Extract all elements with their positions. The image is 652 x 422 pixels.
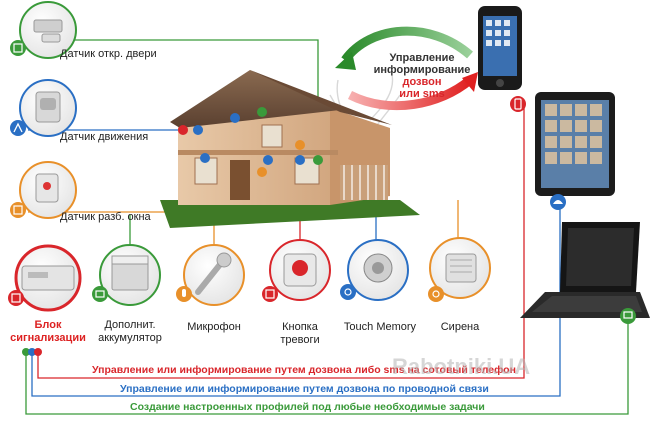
house-illustration bbox=[160, 70, 420, 228]
battery-label-line2: аккумулятор bbox=[98, 332, 162, 344]
legend-green-text: Создание настроенных профилей под любые … bbox=[130, 401, 485, 413]
door-sensor bbox=[10, 1, 77, 59]
window-sensor-icon bbox=[10, 202, 26, 218]
computer-icon bbox=[620, 308, 636, 324]
legend-red-dot bbox=[34, 348, 42, 356]
window-sensor-label: Датчик разб. окна bbox=[60, 211, 151, 223]
green-line bbox=[25, 318, 629, 415]
window-sensor bbox=[10, 161, 77, 219]
panic-button-label: Кнопка тревоги bbox=[260, 321, 340, 347]
siren-icon bbox=[428, 286, 444, 302]
battery-label-line1: Дополнит. bbox=[104, 319, 156, 331]
legend-blue-text: Управление или информирование путем дозв… bbox=[120, 383, 489, 395]
legend-green-dot bbox=[22, 348, 30, 356]
control-line-4: или sms bbox=[399, 88, 445, 100]
touch-memory-device bbox=[340, 239, 409, 301]
smartphone-illustration bbox=[478, 6, 526, 112]
motion-sensor-label: Датчик движения bbox=[60, 131, 149, 143]
microphone-label: Микрофон bbox=[187, 321, 241, 333]
door-sensor-icon bbox=[10, 40, 26, 56]
control-line-3: дозвон bbox=[402, 76, 442, 88]
panic-button-label-line1: Кнопка bbox=[282, 321, 318, 333]
alarm-unit-label-line1: Блок bbox=[34, 319, 62, 331]
control-line-1: Управление bbox=[389, 52, 455, 64]
battery-label: Дополнит. аккумулятор bbox=[86, 319, 174, 345]
laptop-illustration bbox=[520, 222, 650, 324]
legend-bullets bbox=[22, 348, 42, 356]
motion-sensor-icon bbox=[10, 120, 26, 136]
phone-icon bbox=[510, 96, 526, 112]
siren-device bbox=[428, 237, 491, 302]
motion-sensor bbox=[10, 79, 77, 137]
alarm-unit-label: Блок сигнализации bbox=[2, 319, 94, 345]
touch-memory-icon bbox=[340, 284, 356, 300]
control-line-2: информирование bbox=[373, 64, 471, 76]
touch-memory-label: Touch Memory bbox=[343, 321, 417, 333]
alarm-unit-icon bbox=[8, 290, 24, 306]
control-caption: Управление информирование дозвон или sms bbox=[372, 52, 472, 100]
watermark: Rabotniki.UA bbox=[392, 354, 531, 379]
tablet-illustration bbox=[535, 92, 615, 210]
legend-blue-dot bbox=[28, 348, 36, 356]
control-arrows bbox=[335, 26, 478, 111]
siren-label: Сирена bbox=[440, 321, 480, 333]
microphone-device bbox=[176, 244, 245, 306]
panic-button-icon bbox=[262, 286, 278, 302]
panic-button-label-line2: тревоги bbox=[280, 334, 320, 346]
battery-device bbox=[92, 244, 161, 306]
red-line bbox=[37, 108, 525, 379]
panic-button-device bbox=[262, 239, 331, 302]
door-sensor-label: Датчик откр. двери bbox=[60, 48, 157, 60]
alarm-unit-label-line2: сигнализации bbox=[10, 332, 86, 344]
battery-icon bbox=[92, 286, 108, 302]
legend-red-text: Управление или информирование путем дозв… bbox=[92, 364, 516, 376]
alarm-unit bbox=[8, 244, 82, 312]
